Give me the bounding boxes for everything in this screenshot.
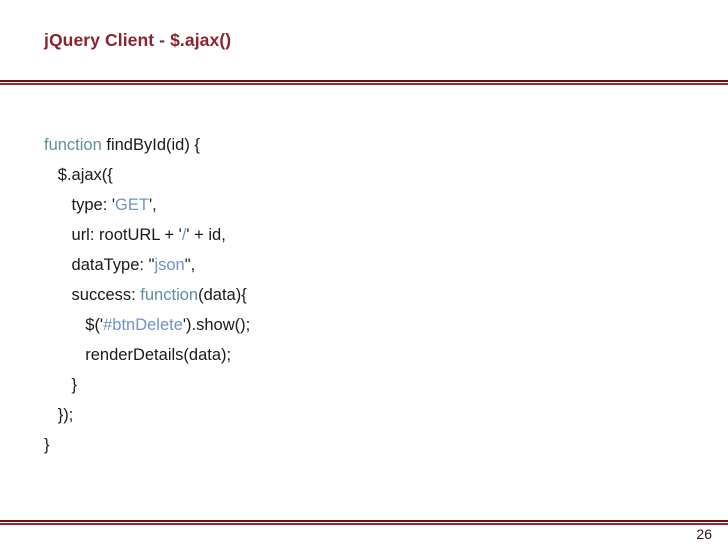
code-string: / (181, 226, 187, 244)
code-indent (44, 226, 72, 244)
header-divider-gap (0, 82, 728, 83)
code-text: ', (148, 196, 157, 214)
code-line: $('#btnDelete').show(); (44, 310, 684, 340)
footer-divider (0, 520, 728, 526)
header-divider-thick (0, 80, 728, 82)
code-text: success: (71, 286, 141, 304)
code-text: }); (57, 406, 74, 424)
code-indent (44, 316, 85, 334)
code-line: } (44, 370, 684, 400)
code-text: dataType: " (71, 256, 155, 274)
code-text: url: rootURL + ' (71, 226, 182, 244)
code-line: $.ajax({ (44, 160, 684, 190)
code-text: } (44, 436, 50, 454)
code-line: type: 'GET', (44, 190, 684, 220)
code-string: json (154, 256, 185, 274)
page-number: 26 (696, 526, 712, 542)
code-line: url: rootURL + '/' + id, (44, 220, 684, 250)
code-text: $.ajax({ (57, 166, 113, 184)
footer-divider-thin (0, 523, 728, 525)
code-line: } (44, 430, 684, 460)
code-keyword: function (140, 286, 199, 304)
code-text: findById(id) { (101, 136, 200, 154)
code-text: (data){ (198, 286, 247, 304)
code-text: type: ' (71, 196, 116, 214)
code-indent (44, 166, 58, 184)
code-text: renderDetails(data); (85, 346, 232, 364)
code-text: ", (184, 256, 196, 274)
code-line: }); (44, 400, 684, 430)
code-string: GET (115, 196, 149, 214)
code-indent (44, 346, 85, 364)
code-indent (44, 406, 58, 424)
code-line: dataType: "json", (44, 250, 684, 280)
code-keyword: function (44, 136, 102, 154)
code-indent (44, 376, 72, 394)
code-text: ').show(); (182, 316, 251, 334)
code-indent (44, 256, 72, 274)
code-text: } (71, 376, 78, 394)
footer-divider-thick (0, 520, 728, 522)
code-string: #btnDelete (103, 316, 183, 334)
code-line: success: function(data){ (44, 280, 684, 310)
page-title: jQuery Client - $.ajax() (44, 30, 232, 50)
code-block: function findById(id) { $.ajax({ type: '… (44, 130, 684, 460)
code-indent (44, 196, 72, 214)
code-text: $(' (85, 316, 104, 334)
footer-divider-gap (0, 522, 728, 523)
header-divider (0, 80, 728, 86)
code-indent (44, 286, 72, 304)
code-line: renderDetails(data); (44, 340, 684, 370)
code-line: function findById(id) { (44, 130, 684, 160)
header-divider-thin (0, 83, 728, 85)
code-text: ' + id, (186, 226, 226, 244)
